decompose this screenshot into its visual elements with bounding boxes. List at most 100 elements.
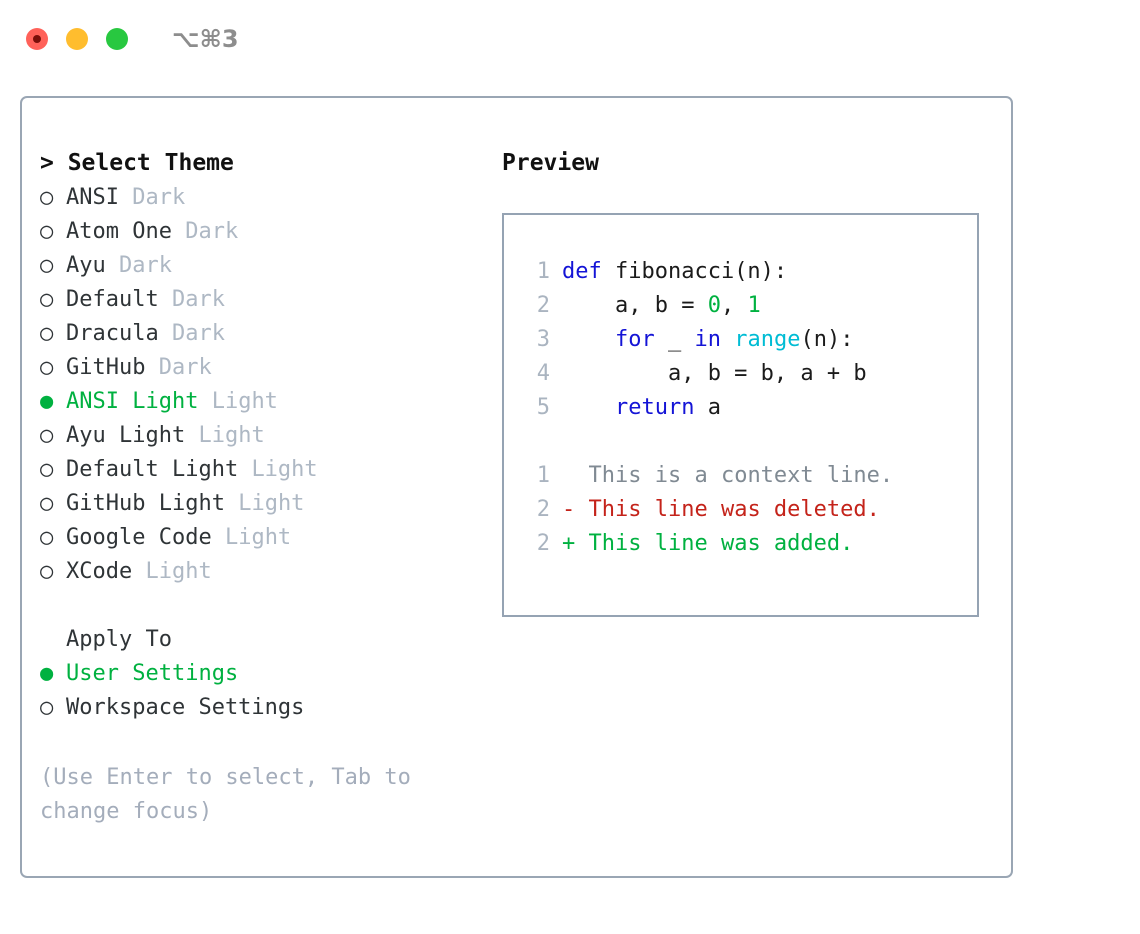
panel-columns: > Select Theme ○ ANSI Dark ○ Atom One Da… (22, 98, 1011, 876)
code-token: for (614, 327, 655, 352)
diff-text: This line was deleted. (588, 497, 880, 522)
theme-variant-tag: Dark (185, 219, 239, 244)
radio-icon: ○ (40, 321, 54, 346)
theme-option-google-code[interactable]: ○ Google Code Light (40, 521, 510, 555)
radio-icon: ○ (40, 695, 54, 720)
diff-line-context: 1 This is a context line. (522, 459, 977, 493)
line-number: 1 (536, 259, 550, 284)
theme-option-default-dark[interactable]: ○ Default Dark (40, 283, 510, 317)
diff-marker: + (562, 531, 589, 556)
preview-column: Preview 1 def fibonacci(n): 2 a, b = 0, … (502, 146, 997, 617)
code-token: def (562, 259, 615, 284)
theme-option-atom-one-dark[interactable]: ○ Atom One Dark (40, 215, 510, 249)
theme-option-ansi-light[interactable]: ● ANSI Light Light (40, 385, 510, 419)
theme-list: ○ ANSI Dark ○ Atom One Dark ○ Ayu (40, 181, 510, 589)
code-token: fibonacci(n): (614, 259, 788, 284)
radio-icon: ○ (40, 253, 54, 278)
code-token: range (734, 327, 801, 352)
select-theme-header: > Select Theme (40, 150, 234, 176)
minimize-button-icon[interactable] (66, 28, 88, 50)
theme-name-label: Atom One (66, 219, 172, 244)
theme-variant-tag: Light (145, 559, 212, 584)
code-token: 1 (747, 293, 761, 318)
theme-name-label: Ayu (66, 253, 106, 278)
radio-icon: ○ (40, 287, 54, 312)
code-token: a, b = b, a + b (562, 361, 867, 386)
theme-option-ayu-light[interactable]: ○ Ayu Light Light (40, 419, 510, 453)
theme-name-label: Dracula (66, 321, 159, 346)
theme-name-label: Google Code (66, 525, 212, 550)
diff-marker (562, 459, 589, 493)
radio-icon: ○ (40, 559, 54, 584)
line-number: 1 (536, 463, 550, 488)
diff-line-added: 2 + This line was added. (522, 527, 977, 561)
code-line: 4 a, b = b, a + b (522, 357, 977, 391)
theme-variant-tag: Dark (119, 253, 172, 278)
apply-to-option-user-settings[interactable]: ● User Settings (40, 657, 510, 691)
line-number: 2 (536, 497, 550, 522)
line-number: 3 (536, 327, 550, 352)
title-bar: ⌥⌘3 (0, 0, 1140, 78)
line-number: 2 (536, 293, 550, 318)
theme-name-label: Ayu Light (66, 423, 186, 448)
theme-name-label: ANSI (66, 185, 119, 210)
code-token: in (694, 327, 721, 352)
line-number: 4 (536, 361, 550, 386)
theme-name-label: GitHub (66, 355, 146, 380)
theme-variant-tag: Dark (132, 185, 186, 210)
code-line: 2 a, b = 0, 1 (522, 289, 977, 323)
theme-variant-tag: Light (251, 457, 318, 482)
close-button-icon[interactable] (26, 28, 48, 50)
theme-name-label: XCode (66, 559, 133, 584)
theme-option-ansi-dark[interactable]: ○ ANSI Dark (40, 181, 510, 215)
radio-icon: ○ (40, 219, 54, 244)
maximize-button-icon[interactable] (106, 28, 128, 50)
code-token: , (720, 293, 748, 318)
theme-name-label: ANSI Light (66, 389, 199, 414)
apply-to-section: Apply To ● User Settings ○ Workspace Set… (40, 623, 510, 725)
line-number: 2 (536, 531, 550, 556)
theme-name-label: Default (66, 287, 159, 312)
code-line: 5 return a (522, 391, 977, 425)
radio-icon-selected: ● (40, 661, 54, 686)
theme-variant-tag: Light (238, 491, 305, 516)
code-blank-line (522, 425, 977, 459)
apply-to-title: Apply To (66, 627, 172, 652)
code-token: a (694, 395, 721, 420)
code-token: _ (654, 327, 695, 352)
diff-marker: - (562, 497, 589, 522)
code-token: return (614, 395, 695, 420)
radio-icon: ○ (40, 491, 54, 516)
radio-icon: ○ (40, 185, 54, 210)
line-number: 5 (536, 395, 550, 420)
theme-variant-tag: Dark (158, 355, 212, 380)
theme-variant-tag: Light (224, 525, 292, 550)
theme-option-default-light[interactable]: ○ Default Light Light (40, 453, 510, 487)
radio-icon: ○ (40, 355, 54, 380)
radio-icon: ○ (40, 457, 54, 482)
theme-name-label: Default Light (66, 457, 239, 482)
theme-variant-tag: Dark (171, 321, 225, 346)
theme-variant-tag: Light (198, 423, 265, 448)
window-controls (26, 28, 128, 50)
code-line: 3 for _ in range(n): (522, 323, 977, 357)
keyboard-hint-text: (Use Enter to select, Tab to change focu… (40, 765, 425, 824)
theme-option-xcode-light[interactable]: ○ XCode Light (40, 555, 510, 589)
theme-option-ayu-dark[interactable]: ○ Ayu Dark (40, 249, 510, 283)
theme-option-github-light[interactable]: ○ GitHub Light Light (40, 487, 510, 521)
code-token (562, 323, 615, 357)
diff-text: This is a context line. (588, 463, 894, 488)
code-line: 1 def fibonacci(n): (522, 255, 977, 289)
theme-option-github-dark[interactable]: ○ GitHub Dark (40, 351, 510, 385)
theme-name-label: GitHub Light (66, 491, 225, 516)
theme-option-dracula-dark[interactable]: ○ Dracula Dark (40, 317, 510, 351)
radio-icon: ○ (40, 525, 54, 550)
code-token: (n): (800, 327, 854, 352)
keyboard-shortcut-label: ⌥⌘3 (172, 25, 239, 53)
apply-to-label: Workspace Settings (66, 695, 305, 720)
theme-variant-tag: Dark (171, 287, 225, 312)
preview-box: 1 def fibonacci(n): 2 a, b = 0, 1 3 for … (502, 213, 979, 617)
code-token: a, b = (562, 293, 708, 318)
apply-to-option-workspace-settings[interactable]: ○ Workspace Settings (40, 691, 510, 725)
